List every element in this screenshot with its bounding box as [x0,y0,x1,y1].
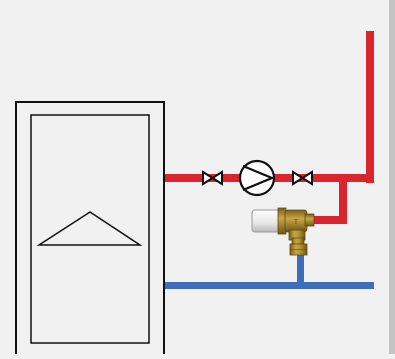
svg-text:T: T [293,219,298,226]
storage-tank [15,101,165,359]
hot-branch-to-mixer-pipe [312,216,347,224]
circulation-pump-icon [238,159,276,197]
hot-riser-pipe [366,31,374,183]
hot-branch-down-pipe [339,178,347,224]
thermostatic-mixing-valve-icon: T [251,207,315,256]
cold-supply-pipe [164,282,374,289]
shutoff-valve-icon [202,170,223,186]
tank-heat-exchanger-icon [36,211,143,246]
tank-outer-shell [15,101,165,359]
cold-branch-pipe [297,252,304,286]
tank-inner-shell [30,114,150,344]
frame-edge [389,0,395,354]
shutoff-valve-icon [292,170,313,186]
